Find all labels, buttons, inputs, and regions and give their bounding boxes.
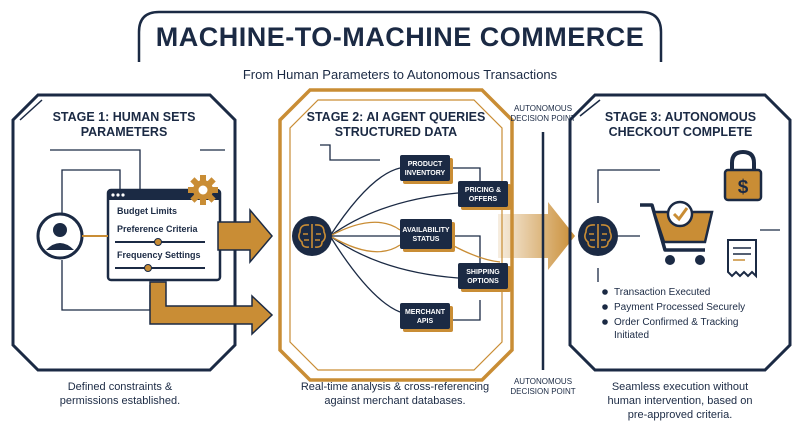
stage2-frame: [278, 88, 514, 382]
receipt-icon: [727, 239, 757, 279]
node-label: OPTIONS: [467, 278, 499, 285]
stage2-title-line2: STRUCTURED DATA: [334, 125, 458, 139]
stage3-caption: Seamless execution without human interve…: [580, 380, 780, 422]
data-node-merchant-apis: [400, 303, 453, 332]
bullet-dot: [602, 289, 608, 295]
node-label: PRODUCT: [408, 161, 443, 168]
checkmark-icon: [666, 200, 694, 228]
stage1-caption-line1: Defined constraints &: [67, 381, 173, 393]
node-label: AVAILABILITY: [402, 227, 450, 234]
stage2-caption-line1: Real-time analysis & cross-referencing: [300, 381, 490, 393]
node-label: OFFERS: [469, 196, 498, 203]
bullet-dot: [602, 319, 608, 325]
data-node-product-inventory: [400, 155, 453, 184]
stage1-arrow-down-right: [149, 281, 274, 336]
page-subtitle: From Human Parameters to Autonomous Tran…: [242, 67, 558, 82]
stage3-caption-line3: pre-approved criteria.: [627, 409, 733, 421]
bullet-order-cont: Initiated: [614, 330, 650, 341]
stage3-title-line2: CHECKOUT COMPLETE: [608, 125, 753, 139]
stage2-to-stage3-arrow: [498, 202, 575, 270]
bullet-order: Order Confirmed & Tracking: [614, 317, 739, 328]
title-frame: [137, 10, 663, 62]
stage3-title: STAGE 3: AUTONOMOUS CHECKOUT COMPLETE: [578, 110, 783, 140]
stage1-caption-line2: permissions established.: [59, 395, 181, 407]
decision-top-line1: AUTONOMOUS: [513, 104, 573, 113]
node-label: INVENTORY: [405, 170, 446, 177]
padlock-dollar-icon: $: [723, 149, 763, 202]
user-icon: [36, 212, 84, 260]
stage1-caption: Defined constraints & permissions establ…: [15, 380, 225, 408]
data-node-pricing-offers: [458, 181, 511, 210]
stage1-arrow-right: [217, 207, 273, 265]
stage3-caption-line2: human intervention, based on: [607, 395, 753, 407]
data-node-shipping-options: [458, 263, 511, 292]
decision-point-label-top: AUTONOMOUS DECISION POINT: [503, 104, 583, 124]
node-label: APIS: [417, 318, 434, 325]
brain-icon-stage3: [578, 216, 618, 256]
node-label: SHIPPING: [466, 269, 500, 276]
stage1-title-line1: STAGE 1: HUMAN SETS: [52, 110, 196, 124]
decision-bottom-line2: DECISION POINT: [510, 387, 576, 396]
stage1-title: STAGE 1: HUMAN SETS PARAMETERS: [20, 110, 228, 140]
decision-bottom-line1: AUTONOMOUS: [513, 377, 573, 386]
stage2-title-line1: STAGE 2: AI AGENT QUERIES: [306, 110, 486, 124]
node-label: MERCHANT: [405, 309, 446, 316]
stage2-caption-line2: against merchant databases.: [324, 395, 466, 407]
node-label: PRICING &: [465, 187, 501, 194]
stage2-title: STAGE 2: AI AGENT QUERIES STRUCTURED DAT…: [290, 110, 502, 140]
stage3-frame: [568, 93, 792, 372]
panel-item-preference: Preference Criteria: [117, 224, 198, 234]
bullet-transaction: Transaction Executed: [614, 287, 711, 298]
decision-point-label-bottom: AUTONOMOUS DECISION POINT: [503, 377, 583, 397]
brain-icon-stage2: [292, 216, 332, 256]
panel-item-budget: Budget Limits: [117, 206, 177, 216]
bullet-payment: Payment Processed Securely: [614, 302, 746, 313]
stage2-caption: Real-time analysis & cross-referencing a…: [275, 380, 515, 408]
bullet-dot: [602, 304, 608, 310]
page-title: MACHINE-TO-MACHINE COMMERCE: [155, 22, 645, 52]
data-node-availability-status: [400, 219, 455, 252]
svg-text:$: $: [738, 177, 749, 198]
stage1-frame: [11, 93, 237, 372]
gear-icon: [188, 175, 218, 205]
stage1-title-line2: PARAMETERS: [80, 125, 168, 139]
decision-top-line2: DECISION POINT: [510, 114, 576, 123]
stage3-caption-line1: Seamless execution without: [611, 381, 749, 393]
stage3-title-line1: STAGE 3: AUTONOMOUS: [604, 110, 757, 124]
panel-item-frequency: Frequency Settings: [117, 250, 201, 260]
node-label: STATUS: [413, 236, 440, 243]
